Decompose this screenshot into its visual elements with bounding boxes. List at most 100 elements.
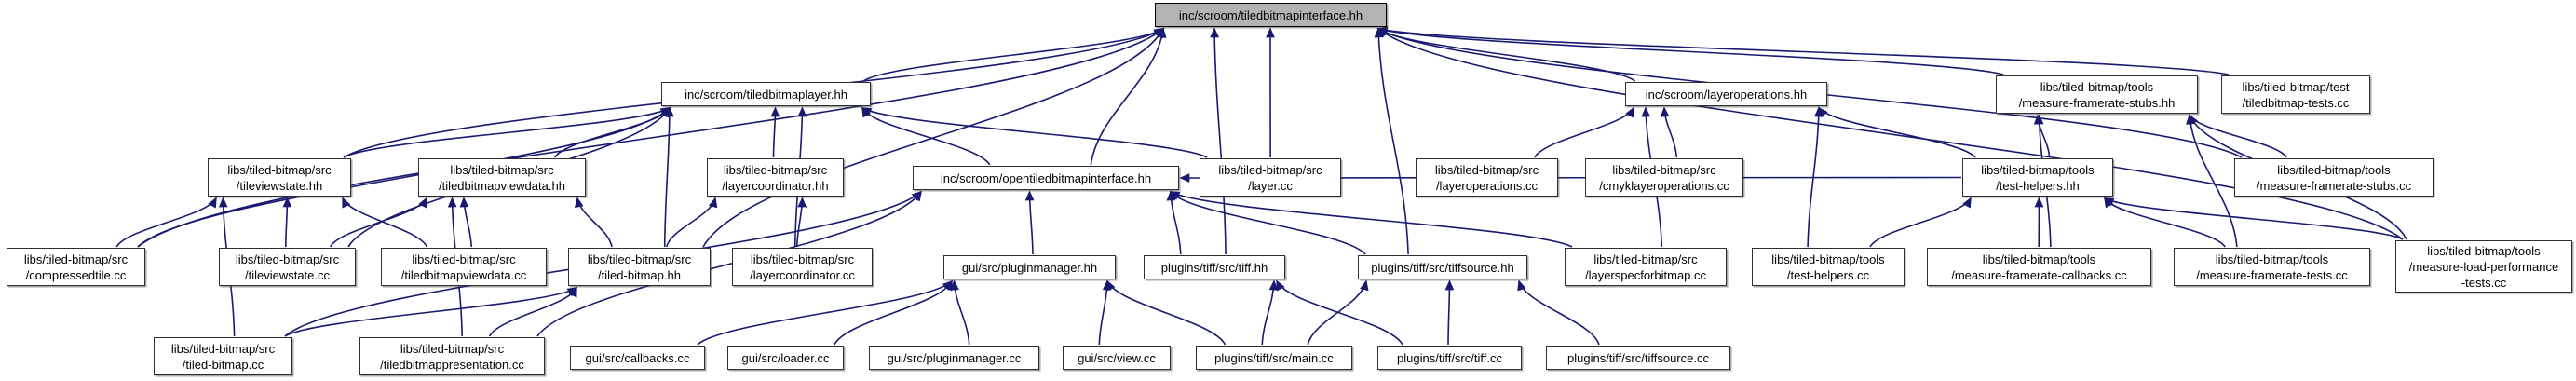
graph-edge-tiledbitmaplayer_hh-to-main bbox=[862, 28, 1165, 82]
graph-node-tiledbitmap_tests_cc[interactable]: libs/tiled-bitmap/test/tiledbitmap-tests… bbox=[2221, 75, 2370, 114]
graph-edge-mfr_stubs_hh-to-main bbox=[1376, 26, 2004, 75]
graph-node-mlp_tests_cc[interactable]: libs/tiled-bitmap/tools/measure-load-per… bbox=[2395, 240, 2572, 293]
graph-edge-tiled_bitmap_cc-to-tiled_bitmap_hh bbox=[284, 287, 578, 337]
graph-node-test_helpers_cc[interactable]: libs/tiled-bitmap/tools/test-helpers.cc bbox=[1752, 248, 1905, 286]
graph-node-label: inc/scroom/layeroperations.hh bbox=[1645, 87, 1808, 102]
graph-node-label: libs/tiled-bitmap/test bbox=[2242, 79, 2350, 94]
graph-node-pluginmanager_cc[interactable]: gui/src/pluginmanager.cc bbox=[869, 346, 1039, 370]
graph-node-loader_cc[interactable]: gui/src/loader.cc bbox=[727, 346, 844, 370]
graph-node-label: /layercoordinator.hh bbox=[722, 178, 829, 193]
graph-node-label: plugins/tiff/src/main.cc bbox=[1214, 350, 1334, 365]
graph-edge-pluginmanager_hh-to-opentiledbitmapinterface_hh bbox=[1024, 190, 1035, 255]
graph-node-label: /tiledbitmapviewdata.cc bbox=[400, 267, 527, 282]
graph-node-tiled_bitmap_cc[interactable]: libs/tiled-bitmap/src/tiled-bitmap.cc bbox=[154, 337, 292, 375]
graph-node-label: /measure-load-performance bbox=[2408, 259, 2559, 274]
graph-node-mfr_stubs_cc[interactable]: libs/tiled-bitmap/tools/measure-framerat… bbox=[2234, 158, 2434, 197]
graph-edge-tileviewstate_cc-to-tileviewstate_hh bbox=[282, 197, 292, 248]
graph-node-tiledbitmapviewdata_cc[interactable]: libs/tiled-bitmap/src/tiledbitmapviewdat… bbox=[381, 248, 547, 286]
graph-node-tiffsource_hh[interactable]: plugins/tiff/src/tiffsource.hh bbox=[1358, 255, 1527, 279]
graph-node-label: plugins/tiff/src/tiff.hh bbox=[1160, 260, 1268, 275]
graph-edge-layercoordinator_cc-to-layercoordinator_hh bbox=[795, 197, 807, 248]
graph-node-view_cc[interactable]: gui/src/view.cc bbox=[1063, 346, 1171, 370]
graph-edge-layeroperations_cc-to-layeroperations_hh bbox=[1534, 106, 1634, 158]
graph-edge-tiledbitmapviewdata_cc-to-tileviewstate_hh bbox=[342, 197, 428, 248]
graph-node-label: /tiledbitmapviewdata.hh bbox=[439, 178, 565, 193]
graph-edge-tiffsource_hh-to-main bbox=[1374, 27, 1409, 255]
graph-node-layercoordinator_cc[interactable]: libs/tiled-bitmap/src/layercoordinator.c… bbox=[732, 248, 873, 286]
graph-node-main[interactable]: inc/scroom/tiledbitmapinterface.hh bbox=[1155, 3, 1387, 27]
graph-node-compressedtile_cc[interactable]: libs/tiled-bitmap/src/compressedtile.cc bbox=[7, 248, 145, 286]
graph-node-label: /compressedtile.cc bbox=[25, 267, 127, 282]
graph-node-label: /layercoordinator.cc bbox=[750, 267, 855, 282]
graph-node-test_helpers_hh[interactable]: libs/tiled-bitmap/tools/test-helpers.hh bbox=[1962, 158, 2113, 197]
graph-node-label: libs/tiled-bitmap/tools bbox=[1981, 162, 2095, 177]
graph-node-label: inc/scroom/tiledbitmapinterface.hh bbox=[1178, 7, 1363, 22]
graph-node-tiledbitmaplayer_hh[interactable]: inc/scroom/tiledbitmaplayer.hh bbox=[661, 82, 871, 106]
graph-node-label: libs/tiled-bitmap/src bbox=[723, 162, 828, 177]
graph-node-label: inc/scroom/opentiledbitmapinterface.hh bbox=[940, 170, 1152, 185]
graph-node-cmyklayeroperations_cc[interactable]: libs/tiled-bitmap/src/cmyklayeroperation… bbox=[1585, 158, 1743, 197]
graph-node-label: libs/tiled-bitmap/src bbox=[1434, 162, 1539, 177]
graph-node-label: libs/tiled-bitmap/src bbox=[23, 252, 129, 266]
graph-node-label: libs/tiled-bitmap/tools bbox=[2040, 79, 2154, 94]
graph-node-label: libs/tiled-bitmap/src bbox=[1612, 162, 1716, 177]
graph-node-tileviewstate_hh[interactable]: libs/tiled-bitmap/src/tileviewstate.hh bbox=[208, 158, 351, 197]
graph-node-layeroperations_cc[interactable]: libs/tiled-bitmap/src/layeroperations.cc bbox=[1416, 158, 1558, 197]
graph-edge-test_helpers_cc-to-test_helpers_hh bbox=[1869, 197, 1972, 248]
graph-node-mfr_stubs_hh[interactable]: libs/tiled-bitmap/tools/measure-framerat… bbox=[1996, 75, 2198, 114]
graph-edge-mlp_tests_cc-to-test_helpers_hh bbox=[2103, 197, 2404, 240]
graph-node-label: gui/src/callbacks.cc bbox=[585, 350, 690, 365]
graph-node-tiledbitmappresentation_cc[interactable]: libs/tiled-bitmap/src/tiledbitmappresent… bbox=[359, 337, 545, 375]
graph-node-label: /tileviewstate.cc bbox=[244, 267, 331, 282]
graph-node-label: libs/tiled-bitmap/src bbox=[1218, 162, 1322, 177]
graph-node-tiledbitmapviewdata_hh[interactable]: libs/tiled-bitmap/src/tiledbitmapviewdat… bbox=[418, 158, 586, 197]
graph-edge-tiledbitmappresentation_cc-to-opentiledbitmapinterface_hh bbox=[536, 190, 922, 337]
graph-node-label: /cmyklayeroperations.cc bbox=[1599, 178, 1729, 193]
graph-node-tiled_bitmap_hh[interactable]: libs/tiled-bitmap/src/tiled-bitmap.hh bbox=[568, 248, 711, 286]
graph-node-label: /measure-framerate-tests.cc bbox=[2196, 267, 2348, 282]
graph-node-layerspecforbitmap_cc[interactable]: libs/tiled-bitmap/src/layerspecforbitmap… bbox=[1565, 248, 1727, 286]
graph-node-label: libs/tiled-bitmap/src bbox=[450, 162, 554, 177]
graph-edge-main_cc-to-tiff_hh bbox=[1261, 279, 1279, 346]
graph-edge-layer_cc-to-tiledbitmaplayer_hh bbox=[861, 107, 1208, 158]
graph-edge-tiled_bitmap_hh-to-layercoordinator_hh bbox=[665, 197, 718, 248]
graph-node-main_cc[interactable]: plugins/tiff/src/main.cc bbox=[1196, 346, 1352, 370]
graph-node-label: gui/src/pluginmanager.cc bbox=[887, 350, 1022, 365]
graph-edge-tiffsource_hh-to-opentiledbitmapinterface_hh bbox=[1169, 190, 1366, 255]
graph-node-pluginmanager_hh[interactable]: gui/src/pluginmanager.hh bbox=[943, 255, 1116, 279]
graph-node-label: /test-helpers.hh bbox=[1996, 178, 2080, 193]
graph-edge-test_helpers_cc-to-layeroperations_hh bbox=[1807, 106, 1824, 248]
graph-node-tiff_hh[interactable]: plugins/tiff/src/tiff.hh bbox=[1144, 255, 1285, 279]
graph-edge-tiffsource_cc-to-tiffsource_hh bbox=[1517, 279, 1600, 346]
graph-node-label: /tiledbitmappresentation.cc bbox=[380, 357, 524, 372]
graph-edge-loader_cc-to-pluginmanager_hh bbox=[834, 279, 953, 346]
graph-edge-opentiledbitmapinterface_hh-to-main bbox=[1090, 27, 1167, 166]
graph-node-mfr_tests_cc[interactable]: libs/tiled-bitmap/tools/measure-framerat… bbox=[2174, 248, 2370, 286]
graph-node-layeroperations_hh[interactable]: inc/scroom/layeroperations.hh bbox=[1625, 82, 1827, 106]
graph-node-mfr_callbacks_cc[interactable]: libs/tiled-bitmap/tools/measure-framerat… bbox=[1927, 248, 2151, 286]
graph-node-label: libs/tiled-bitmap/tools bbox=[1982, 252, 2096, 266]
graph-node-label: inc/scroom/tiledbitmaplayer.hh bbox=[685, 87, 847, 102]
graph-edge-tiledbitmapviewdata_cc-to-tiledbitmapviewdata_hh bbox=[459, 197, 472, 248]
graph-node-layercoordinator_hh[interactable]: libs/tiled-bitmap/src/layercoordinator.h… bbox=[707, 158, 844, 197]
graph-edge-compressedtile_cc-to-tiledbitmaplayer_hh bbox=[137, 106, 671, 248]
graph-edge-compressedtile_cc-to-main bbox=[137, 27, 1165, 248]
graph-node-tiff_cc[interactable]: plugins/tiff/src/tiff.cc bbox=[1377, 346, 1522, 370]
graph-node-label: plugins/tiff/src/tiffsource.cc bbox=[1567, 350, 1709, 365]
graph-edge-tiff_cc-to-tiff_hh bbox=[1276, 279, 1403, 346]
graph-edge-tiledbitmap_tests_cc-to-main bbox=[1376, 26, 2230, 75]
graph-edge-main_cc-to-pluginmanager_hh bbox=[1106, 279, 1227, 346]
graph-node-tiffsource_cc[interactable]: plugins/tiff/src/tiffsource.cc bbox=[1546, 346, 1730, 370]
graph-node-label: gui/src/view.cc bbox=[1078, 350, 1156, 365]
graph-node-opentiledbitmapinterface_hh[interactable]: inc/scroom/opentiledbitmapinterface.hh bbox=[913, 166, 1179, 190]
graph-node-layer_cc[interactable]: libs/tiled-bitmap/src/layer.cc bbox=[1200, 158, 1341, 197]
graph-edge-tileviewstate_hh-to-tiledbitmaplayer_hh bbox=[343, 107, 671, 158]
graph-node-label: gui/src/loader.cc bbox=[741, 350, 830, 365]
graph-node-callbacks_cc[interactable]: gui/src/callbacks.cc bbox=[570, 346, 705, 370]
graph-node-label: libs/tiled-bitmap/src bbox=[170, 341, 276, 356]
graph-node-label: gui/src/pluginmanager.hh bbox=[961, 260, 1098, 275]
graph-edge-mfr_tests_cc-to-mfr_stubs_hh bbox=[2186, 114, 2238, 248]
graph-edge-cmyklayeroperations_cc-to-layeroperations_hh bbox=[1660, 106, 1678, 158]
graph-node-tileviewstate_cc[interactable]: libs/tiled-bitmap/src/tileviewstate.cc bbox=[219, 248, 356, 286]
